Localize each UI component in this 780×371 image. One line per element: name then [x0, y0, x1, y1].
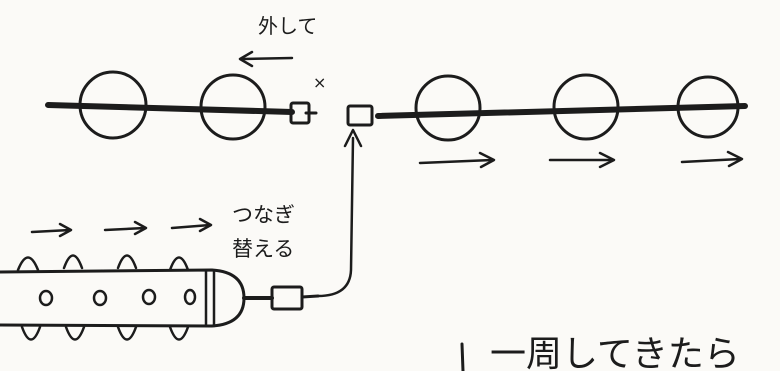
- roller-spike: [64, 325, 86, 341]
- detach-label: 外して: [258, 14, 317, 38]
- roller-spike: [168, 256, 190, 272]
- reconnect-arrow-line: [316, 136, 355, 298]
- roller-spike: [20, 325, 42, 341]
- roller-spike: [62, 254, 84, 270]
- right-arrowhead-icon: [598, 151, 616, 169]
- roller-hole: [141, 288, 157, 306]
- detach-annotation: 外して ×: [238, 14, 326, 92]
- roller-body: [0, 268, 246, 328]
- right-strand-cord: [375, 103, 748, 119]
- left-arrowhead-icon: [238, 50, 254, 68]
- roller-spike: [168, 325, 190, 341]
- bead-roller: [0, 217, 320, 341]
- strand-bead: [199, 73, 267, 141]
- left-bead-strand: [45, 70, 318, 141]
- reconnect-label-line1: つなぎ: [232, 203, 295, 227]
- roller-spike: [116, 325, 138, 341]
- strand-bead: [676, 75, 740, 139]
- up-arrowhead-icon: [343, 128, 363, 148]
- right-connector-clip: [346, 104, 374, 127]
- roller-hole: [92, 289, 108, 307]
- right-arrowhead-icon: [726, 150, 744, 168]
- right-arrowhead-icon: [133, 220, 148, 236]
- reconnect-label-line2: 替える: [232, 237, 294, 261]
- left-strand-cord: [45, 102, 295, 115]
- strand-bead: [78, 70, 148, 140]
- roller-spike: [16, 256, 40, 272]
- right-arrow-shaft: [170, 223, 212, 230]
- right-arrow-shaft: [418, 158, 494, 165]
- cross-mark: ×: [313, 73, 326, 92]
- roller-spike: [116, 254, 138, 270]
- right-arrow-shaft: [680, 157, 742, 164]
- right-arrow-shaft: [103, 226, 147, 232]
- clip-tab: [300, 294, 320, 299]
- right-arrowhead-icon: [198, 217, 213, 233]
- right-arrow-shaft: [30, 228, 72, 234]
- right-bead-strand: [346, 73, 748, 142]
- strand-bead: [414, 74, 482, 142]
- bracket-stroke: [460, 342, 465, 371]
- lap-caption: 一周してきたら: [490, 334, 740, 371]
- roller-hole: [183, 288, 197, 306]
- roller-connector-clip: [270, 285, 304, 311]
- right-arrowhead-icon: [478, 151, 496, 169]
- roller-hole: [38, 289, 54, 307]
- right-arrowhead-icon: [58, 222, 73, 238]
- strand-motion-arrows: [418, 150, 744, 169]
- reconnect-path: [316, 128, 363, 298]
- strand-bead: [552, 73, 620, 141]
- left-arrow-shaft: [240, 56, 294, 61]
